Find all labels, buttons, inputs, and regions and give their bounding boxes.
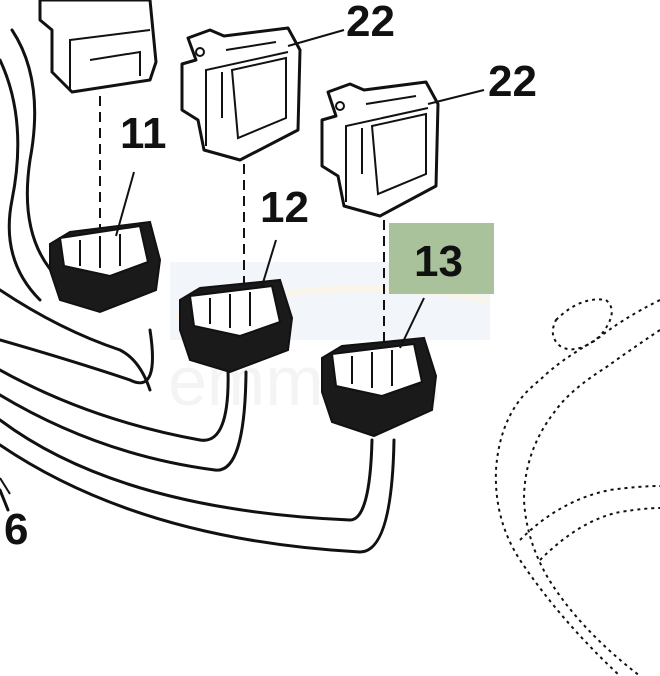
vehicle-outline: [494, 298, 660, 676]
callout-13-highlight: [389, 223, 494, 294]
callout-label-12: 12: [260, 183, 309, 232]
callout-label-13: 13: [414, 237, 463, 286]
leader-lines: [0, 29, 485, 495]
harness-cables: [0, 28, 396, 554]
callout-label-22-right: 22: [488, 57, 537, 106]
alignment-lines: [99, 96, 385, 348]
callout-label-6: 6: [4, 505, 28, 554]
socket-12: [179, 278, 294, 374]
relay-22-right: [320, 80, 440, 218]
socket-11: [49, 220, 162, 314]
callout-label-22-left: 22: [346, 0, 395, 46]
relay-top-partial: [38, 0, 158, 94]
socket-13: [321, 336, 438, 438]
relay-22-left: [180, 26, 302, 162]
callout-label-11: 11: [120, 109, 167, 158]
